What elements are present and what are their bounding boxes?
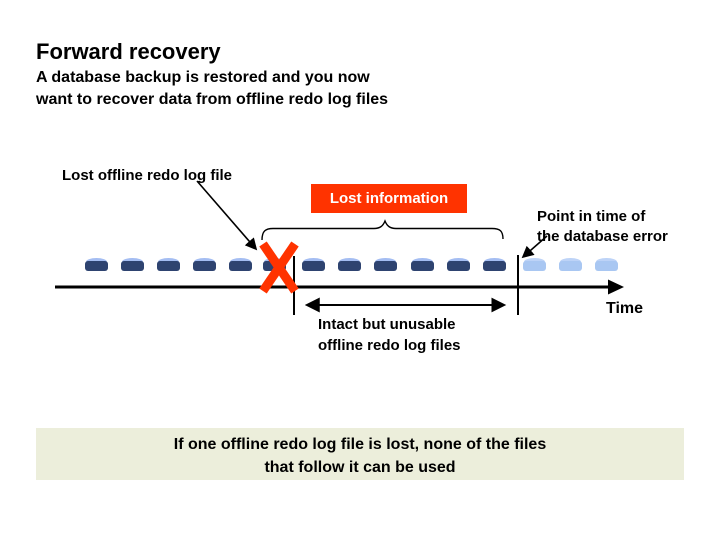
log-file-icon [523, 258, 546, 271]
log-file-icon [193, 258, 216, 271]
lost-information-badge: Lost information [311, 184, 467, 213]
slide-title: Forward recovery [36, 39, 221, 64]
log-file-icon [229, 258, 252, 271]
log-file-icon [157, 258, 180, 271]
point-in-time-line2: the database error [537, 228, 668, 245]
note-line1: If one offline redo log file is lost, no… [173, 436, 547, 453]
log-file-icon [121, 258, 144, 271]
log-file-icon [559, 258, 582, 271]
point-in-time-label: Point in time of the database error [537, 207, 668, 247]
intact-files-line2: offline redo log files [318, 337, 461, 354]
slide-subtitle-line1: A database backup is restored and you no… [36, 69, 370, 86]
intact-files-label: Intact but unusable offline redo log fil… [318, 314, 461, 356]
intact-files-line1: Intact but unusable [318, 316, 456, 333]
log-file-icon [338, 258, 362, 271]
note-line2: that follow it can be used [264, 459, 456, 476]
point-in-time-line1: Point in time of [537, 208, 646, 225]
log-file-icon [85, 258, 108, 271]
time-axis-label: Time [606, 300, 644, 317]
log-file-icon [446, 258, 470, 271]
log-file-icon [483, 258, 506, 271]
note-box: If one offline redo log file is lost, no… [36, 428, 684, 480]
log-file-icon [595, 258, 618, 271]
slide-subtitle: A database backup is restored and you no… [36, 67, 388, 111]
log-file-icon [374, 258, 398, 271]
lost-file-label: Lost offline redo log file [62, 167, 232, 184]
log-file-icon [302, 258, 325, 271]
log-file-icon [263, 258, 286, 271]
slide-subtitle-line2: want to recover data from offline redo l… [36, 91, 389, 108]
log-file-icon [410, 258, 434, 271]
